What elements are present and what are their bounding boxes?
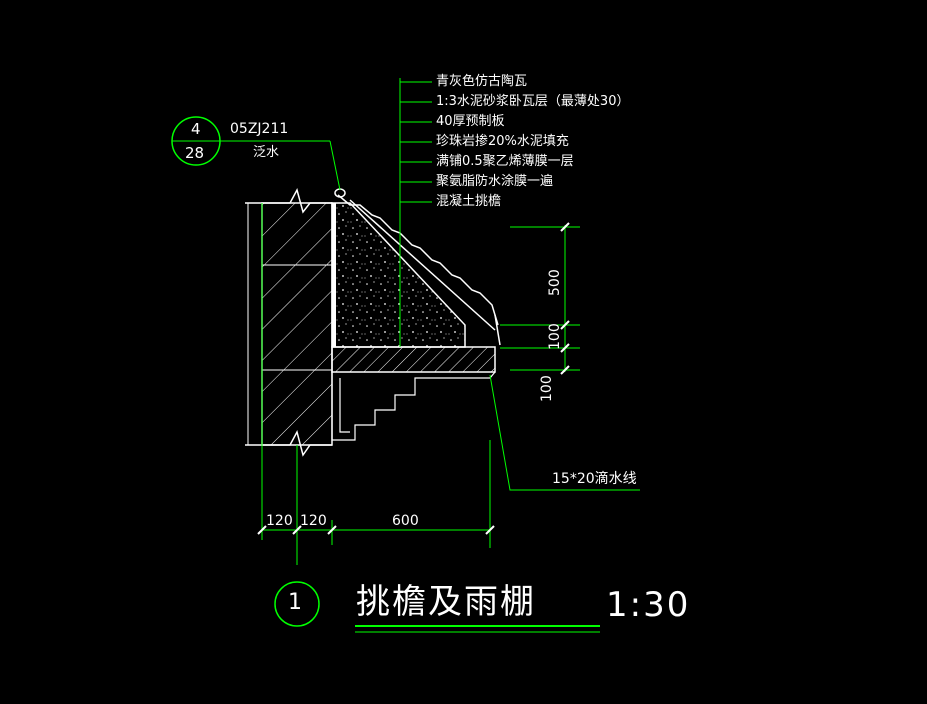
reference-bottom-number: 28 bbox=[185, 144, 205, 162]
drawing-scale: 1:30 bbox=[606, 585, 691, 625]
reference-bubble bbox=[171, 116, 221, 166]
reference-top-number: 4 bbox=[191, 120, 201, 138]
dimension-ticks bbox=[257, 222, 570, 535]
dim-120-b: 120 bbox=[300, 513, 327, 529]
layer-leaders bbox=[212, 78, 640, 491]
dim-100-b: 100 bbox=[539, 375, 555, 402]
layer-label-7: 混凝土挑檐 bbox=[436, 194, 502, 209]
layer-label-5: 满铺0.5聚乙烯薄膜一层 bbox=[436, 154, 574, 169]
drip-note: 15*20滴水线 bbox=[552, 471, 637, 487]
soffit bbox=[331, 371, 496, 441]
reference-note: 泛水 bbox=[253, 145, 280, 160]
dim-120-a: 120 bbox=[266, 513, 293, 529]
dimension-lines bbox=[261, 225, 580, 548]
layer-label-1: 青灰色仿古陶瓦 bbox=[436, 74, 528, 89]
drawing-title: 挑檐及雨棚 bbox=[356, 582, 536, 622]
dim-500: 500 bbox=[547, 269, 563, 296]
layer-label-4: 珍珠岩掺20%水泥填充 bbox=[436, 134, 569, 149]
layer-label-6: 聚氨脂防水涂膜一遍 bbox=[436, 174, 554, 189]
layer-label-3: 40厚预制板 bbox=[436, 114, 505, 129]
roof-tiles bbox=[334, 188, 501, 346]
wall bbox=[245, 187, 333, 565]
layer-label-2: 1:3水泥砂浆卧瓦层（最薄处30） bbox=[436, 94, 630, 109]
dim-100-a: 100 bbox=[547, 323, 563, 350]
detail-number: 1 bbox=[288, 590, 302, 615]
detail-marker bbox=[274, 581, 600, 633]
dim-600: 600 bbox=[392, 513, 419, 529]
reference-atlas: 05ZJ211 bbox=[230, 121, 289, 137]
